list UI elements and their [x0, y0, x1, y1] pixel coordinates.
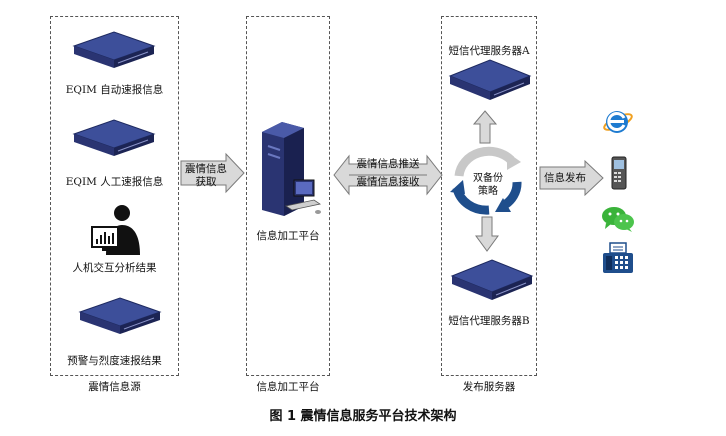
source-group-box	[50, 16, 179, 376]
down-arrow	[475, 216, 499, 252]
wechat-icon	[602, 207, 634, 232]
publish-group-label: 发布服务器	[462, 381, 516, 393]
up-arrow	[472, 110, 498, 144]
mobile-phone-icon	[611, 156, 627, 190]
acquire-arrow	[180, 152, 245, 194]
publish-arrow-label: 信息发布	[544, 172, 586, 184]
strategy-line-2: 策略	[478, 186, 498, 197]
platform-group-box	[246, 16, 330, 376]
analyst-icon	[91, 205, 140, 255]
strategy-line-1: 双备份	[473, 173, 503, 184]
server-a-label: 短信代理服务器A	[448, 45, 530, 57]
ie-browser-icon	[603, 111, 633, 133]
hci-analysis-label: 人机交互分析结果	[72, 262, 157, 274]
eqim-auto-label: EQIM 自动速报信息	[65, 84, 164, 96]
tower-computer-icon	[262, 122, 322, 216]
server-icon	[450, 259, 534, 300]
warning-intensity-label: 预警与烈度速报结果	[67, 355, 162, 367]
publish-arrow	[539, 159, 604, 197]
server-icon	[448, 59, 532, 100]
server-icon	[72, 119, 156, 156]
platform-group-label: 信息加工平台	[256, 381, 320, 393]
figure-caption: 图 1 震情信息服务平台技术架构	[269, 409, 457, 424]
server-icon	[72, 31, 156, 68]
fax-icon	[603, 242, 633, 273]
platform-item-label: 信息加工平台	[256, 230, 320, 242]
server-icon	[78, 297, 162, 334]
acquire-arrow-label-1: 震情信息	[185, 163, 227, 175]
push-receive-arrow	[333, 154, 443, 196]
dual-backup-cycle-icon	[450, 146, 522, 215]
push-label: 震情信息推送	[356, 158, 420, 170]
source-group-label: 震情信息源	[88, 381, 141, 393]
receive-label: 震情信息接收	[356, 176, 420, 188]
eqim-manual-label: EQIM 人工速报信息	[65, 176, 164, 188]
publish-group-box	[441, 16, 537, 376]
acquire-arrow-label-2: 获取	[195, 176, 217, 188]
server-b-label: 短信代理服务器B	[448, 315, 530, 327]
